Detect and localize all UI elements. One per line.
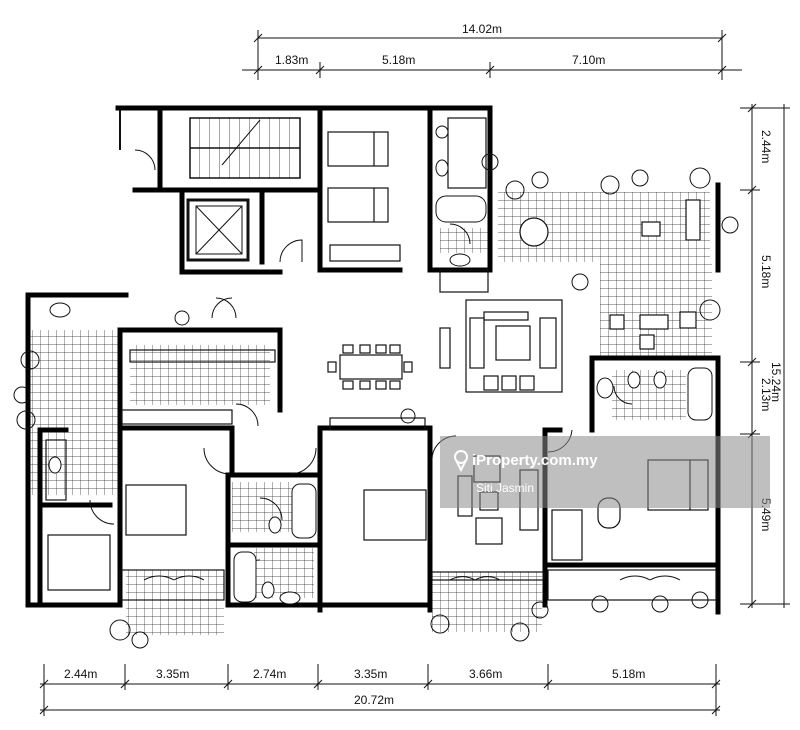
right-dimension-1: 2.44m [759, 130, 773, 163]
bathroom-fixtures [48, 125, 713, 605]
interior-lines [45, 117, 717, 601]
watermark: iProperty.com.my Siti Jasmin [440, 436, 770, 508]
bottom-dimension-4: 3.35m [354, 667, 387, 681]
tiled-floor-areas [30, 192, 712, 635]
bottom-dimension-3: 2.74m [253, 667, 286, 681]
beds [125, 131, 709, 541]
bottom-dimension-5: 3.66m [469, 667, 502, 681]
outdoor-dining [519, 199, 701, 350]
right-dimension-3: 2.13m [759, 378, 773, 411]
bottom-dimension-1: 2.44m [64, 667, 97, 681]
walls [25, 105, 721, 615]
top-dimension-1: 1.83m [275, 53, 308, 67]
living-sofa-set [439, 299, 563, 393]
top-dimension-lines [242, 30, 742, 80]
location-pin-icon [454, 450, 468, 464]
dining-table [327, 344, 413, 390]
bottom-dimension-6: 5.18m [612, 667, 645, 681]
bottom-dimension-2: 3.35m [156, 667, 189, 681]
stairwell [119, 110, 301, 179]
top-total-dimension: 14.02m [462, 22, 502, 36]
watermark-brand: iProperty.com.my [472, 452, 598, 469]
bottom-total-dimension: 20.72m [354, 693, 394, 707]
right-total-dimension: 15.24m [769, 362, 783, 402]
lift-shaft [186, 198, 250, 262]
landscape-plants [13, 153, 739, 649]
top-dimension-2: 5.18m [382, 53, 415, 67]
bottom-dimension-lines [39, 664, 721, 716]
right-dimension-2: 5.18m [759, 255, 773, 288]
top-dimension-3: 7.10m [572, 53, 605, 67]
watermark-agent: Siti Jasmin [476, 481, 534, 495]
right-dimension-lines [740, 103, 790, 609]
